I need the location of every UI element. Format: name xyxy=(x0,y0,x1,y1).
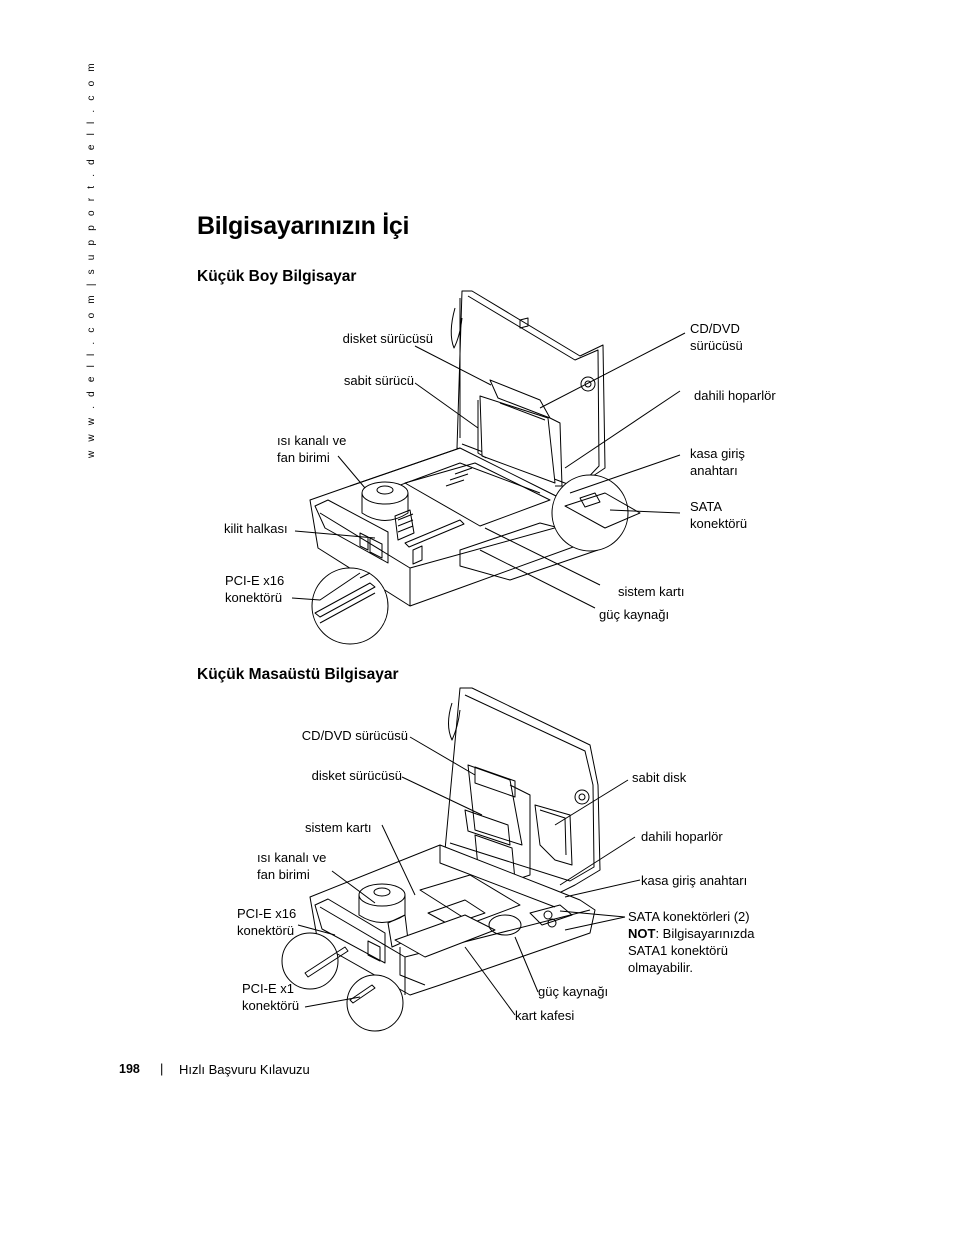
label-power-supply-2: güç kaynağı xyxy=(538,984,609,999)
label-system-board-2: sistem kartı xyxy=(305,820,372,835)
label-hard-drive: sabit sürücü xyxy=(343,373,414,388)
footer-title: Hızlı Başvuru Kılavuzu xyxy=(179,1062,310,1077)
page-title: Bilgisayarınızın İçi xyxy=(197,212,410,240)
page-number: 198 xyxy=(119,1062,140,1076)
small-form-factor-diagram: disket sürücüsü sabit sürücü ısı kanalı … xyxy=(210,288,800,648)
label-cd-dvd-drive-2: CD/DVD sürücüsü xyxy=(301,728,408,743)
label-heat-sink-fan: ısı kanalı ve fan birimi xyxy=(277,433,347,465)
note-sata1: NOT: Bilgisayarınızda SATA1 konektörü ol… xyxy=(628,925,754,976)
small-desktop-illustration xyxy=(281,687,641,1032)
label-floppy-drive-2: disket sürücüsü xyxy=(311,768,402,783)
label-system-board: sistem kartı xyxy=(618,584,685,599)
label-card-cage: kart kafesi xyxy=(515,1008,575,1023)
section-title-small-form-factor: Küçük Boy Bilgisayar xyxy=(197,268,357,285)
label-power-supply: güç kaynağı xyxy=(599,607,670,622)
label-pcie-x16-connector: PCI-E x16 konektörü xyxy=(225,573,285,605)
small-form-factor-illustration xyxy=(291,290,686,645)
small-desktop-diagram: CD/DVD sürücüsü disket sürücüsü sistem k… xyxy=(210,685,800,1040)
label-cd-dvd-drive: CD/DVD sürücüsü xyxy=(690,321,743,353)
label-intrusion-switch: kasa giriş anahtarı xyxy=(690,446,745,478)
label-hard-disk: sabit disk xyxy=(632,770,687,785)
label-heat-sink-fan-2: ısı kanalı ve fan birimi xyxy=(257,850,327,882)
label-intrusion-switch-2: kasa giriş anahtarı xyxy=(641,873,748,888)
label-padlock-ring: kilit halkası xyxy=(224,521,288,536)
note-label: NOT xyxy=(628,926,656,941)
section-title-small-desktop: Küçük Masaüstü Bilgisayar xyxy=(197,666,399,683)
footer-separator: | xyxy=(160,1061,164,1076)
label-pcie-x16-connector-2: PCI-E x16 konektörü xyxy=(237,906,297,938)
sidebar-url: w w w . d e l l . c o m | s u p p o r t … xyxy=(86,60,97,458)
label-sata-connector: SATA konektörü xyxy=(690,499,748,531)
label-internal-speaker-2: dahili hoparlör xyxy=(641,829,723,844)
note-text: : Bilgisayarınızda SATA1 konektörü olmay… xyxy=(628,926,755,975)
label-floppy-drive: disket sürücüsü xyxy=(342,331,433,346)
label-internal-speaker: dahili hoparlör xyxy=(694,388,776,403)
label-pcie-x1-connector: PCI-E x1 konektörü xyxy=(242,981,300,1013)
label-sata-connectors: SATA konektörleri (2) xyxy=(628,909,750,924)
